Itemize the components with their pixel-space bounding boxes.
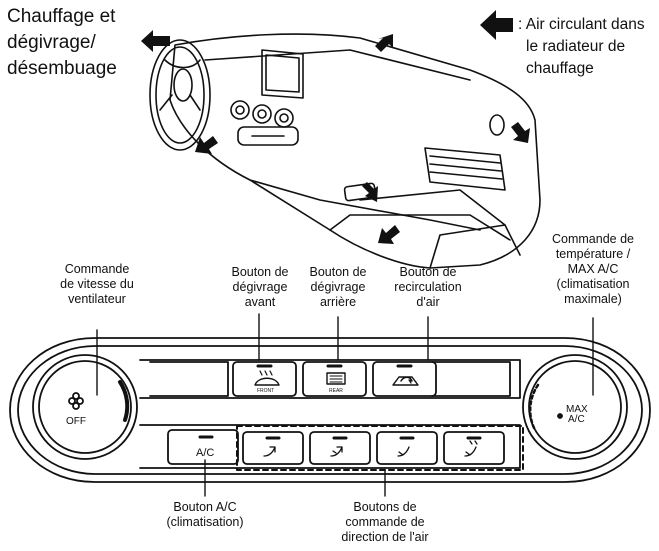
- recirculation-icon: [392, 376, 419, 386]
- control-panel-drawing: [9, 337, 651, 483]
- callout-lines: [96, 313, 594, 497]
- dashboard-drawing: [149, 33, 541, 269]
- floor-arrow-center-icon: [378, 225, 400, 244]
- temp-knob-max-label: MAX: [566, 404, 588, 415]
- vent-face-icon: [263, 446, 276, 457]
- vent-face-feet-icon: [330, 446, 343, 457]
- ac-button-label: A/C: [196, 447, 214, 459]
- side-vent-arrow-icon: [511, 122, 530, 143]
- front-tag-label: FRONT: [257, 388, 274, 394]
- air-direction-button-4[interactable]: [443, 431, 505, 465]
- temp-knob-ac-label: A/C: [568, 414, 585, 425]
- legend-line-1: : Air circulant dans: [518, 16, 645, 33]
- front-defrost-button[interactable]: [232, 361, 297, 397]
- air-direction-button-1[interactable]: [242, 431, 304, 465]
- legend-arrow-icon: [480, 10, 513, 40]
- defrost-arrow-icon: [141, 30, 170, 52]
- air-direction-group-outline: [236, 425, 524, 471]
- glovebox-arrow-icon: [362, 182, 378, 202]
- legend-line-2: le radiateur de: [526, 38, 626, 55]
- recirculation-button[interactable]: [372, 361, 437, 397]
- rear-tag-label: REAR: [329, 388, 343, 394]
- vent-feet-icon: [397, 446, 410, 457]
- upward-arrow-icon: [375, 34, 393, 52]
- front-defrost-icon: [254, 377, 280, 386]
- rear-defrost-button[interactable]: [302, 361, 367, 397]
- air-direction-button-2[interactable]: [309, 431, 371, 465]
- ac-label: Bouton A/C(climatisation): [166, 500, 244, 529]
- heading-line-2: dégivrage/: [7, 32, 96, 53]
- legend-line-3: chauffage: [526, 60, 594, 77]
- heading-line-1: Chauffage et: [7, 6, 116, 27]
- vent-feet-defrost-icon: [464, 440, 478, 457]
- fan-knob-off-label: OFF: [66, 416, 86, 427]
- heading-line-3: désembuage: [7, 58, 117, 79]
- floor-arrow-left-icon: [195, 136, 218, 154]
- air-direction-button-3[interactable]: [376, 431, 438, 465]
- airflow-arrows: [141, 10, 530, 244]
- rear-defrost-icon: [326, 372, 346, 385]
